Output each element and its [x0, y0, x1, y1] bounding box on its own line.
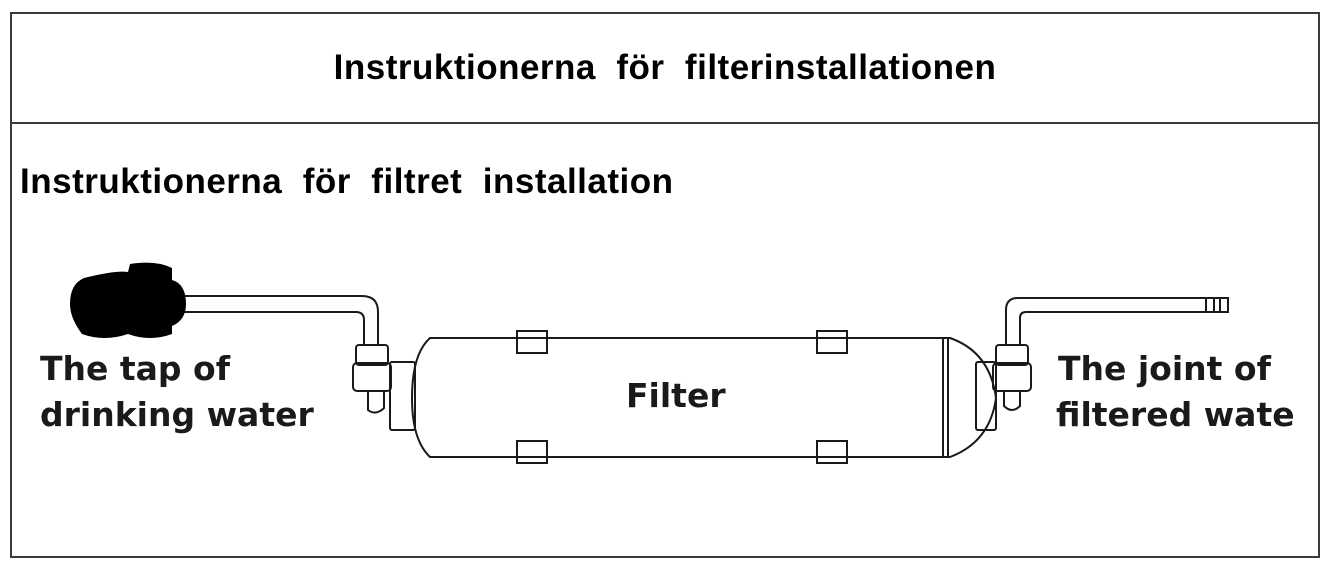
left-connector [389, 361, 416, 431]
joint-label-line2: filtered wate [1056, 395, 1295, 434]
right-connector [975, 361, 997, 431]
mount-tab-top-left [516, 330, 548, 354]
inlet-tube [180, 295, 379, 345]
joint-label-line1: The joint of [1058, 349, 1272, 388]
left-elbow-fitting [352, 344, 392, 414]
filter-label: Filter [626, 376, 726, 415]
mount-tab-top-right [816, 330, 848, 354]
header-row: Instruktionerna för filterinstallationen [12, 14, 1318, 124]
tap-icon [70, 262, 186, 338]
tap-label-line1: The tap of [40, 349, 231, 388]
inlet-tube-inner [180, 311, 365, 345]
outlet-tube [1005, 297, 1206, 345]
outlet-end-fitting [1205, 297, 1229, 313]
tap-label-line2: drinking water [40, 395, 314, 434]
mount-tab-bottom-left [516, 440, 548, 464]
outlet-tube-inner [1019, 311, 1206, 345]
right-elbow-fitting [992, 344, 1032, 411]
page-title: Instruktionerna för filterinstallationen [333, 48, 997, 87]
filter-body [410, 337, 998, 458]
instruction-frame: Instruktionerna för filterinstallationen [10, 12, 1320, 558]
diagram-subtitle: Instruktionerna för filtret installation [20, 162, 674, 201]
mount-tab-bottom-right [816, 440, 848, 464]
